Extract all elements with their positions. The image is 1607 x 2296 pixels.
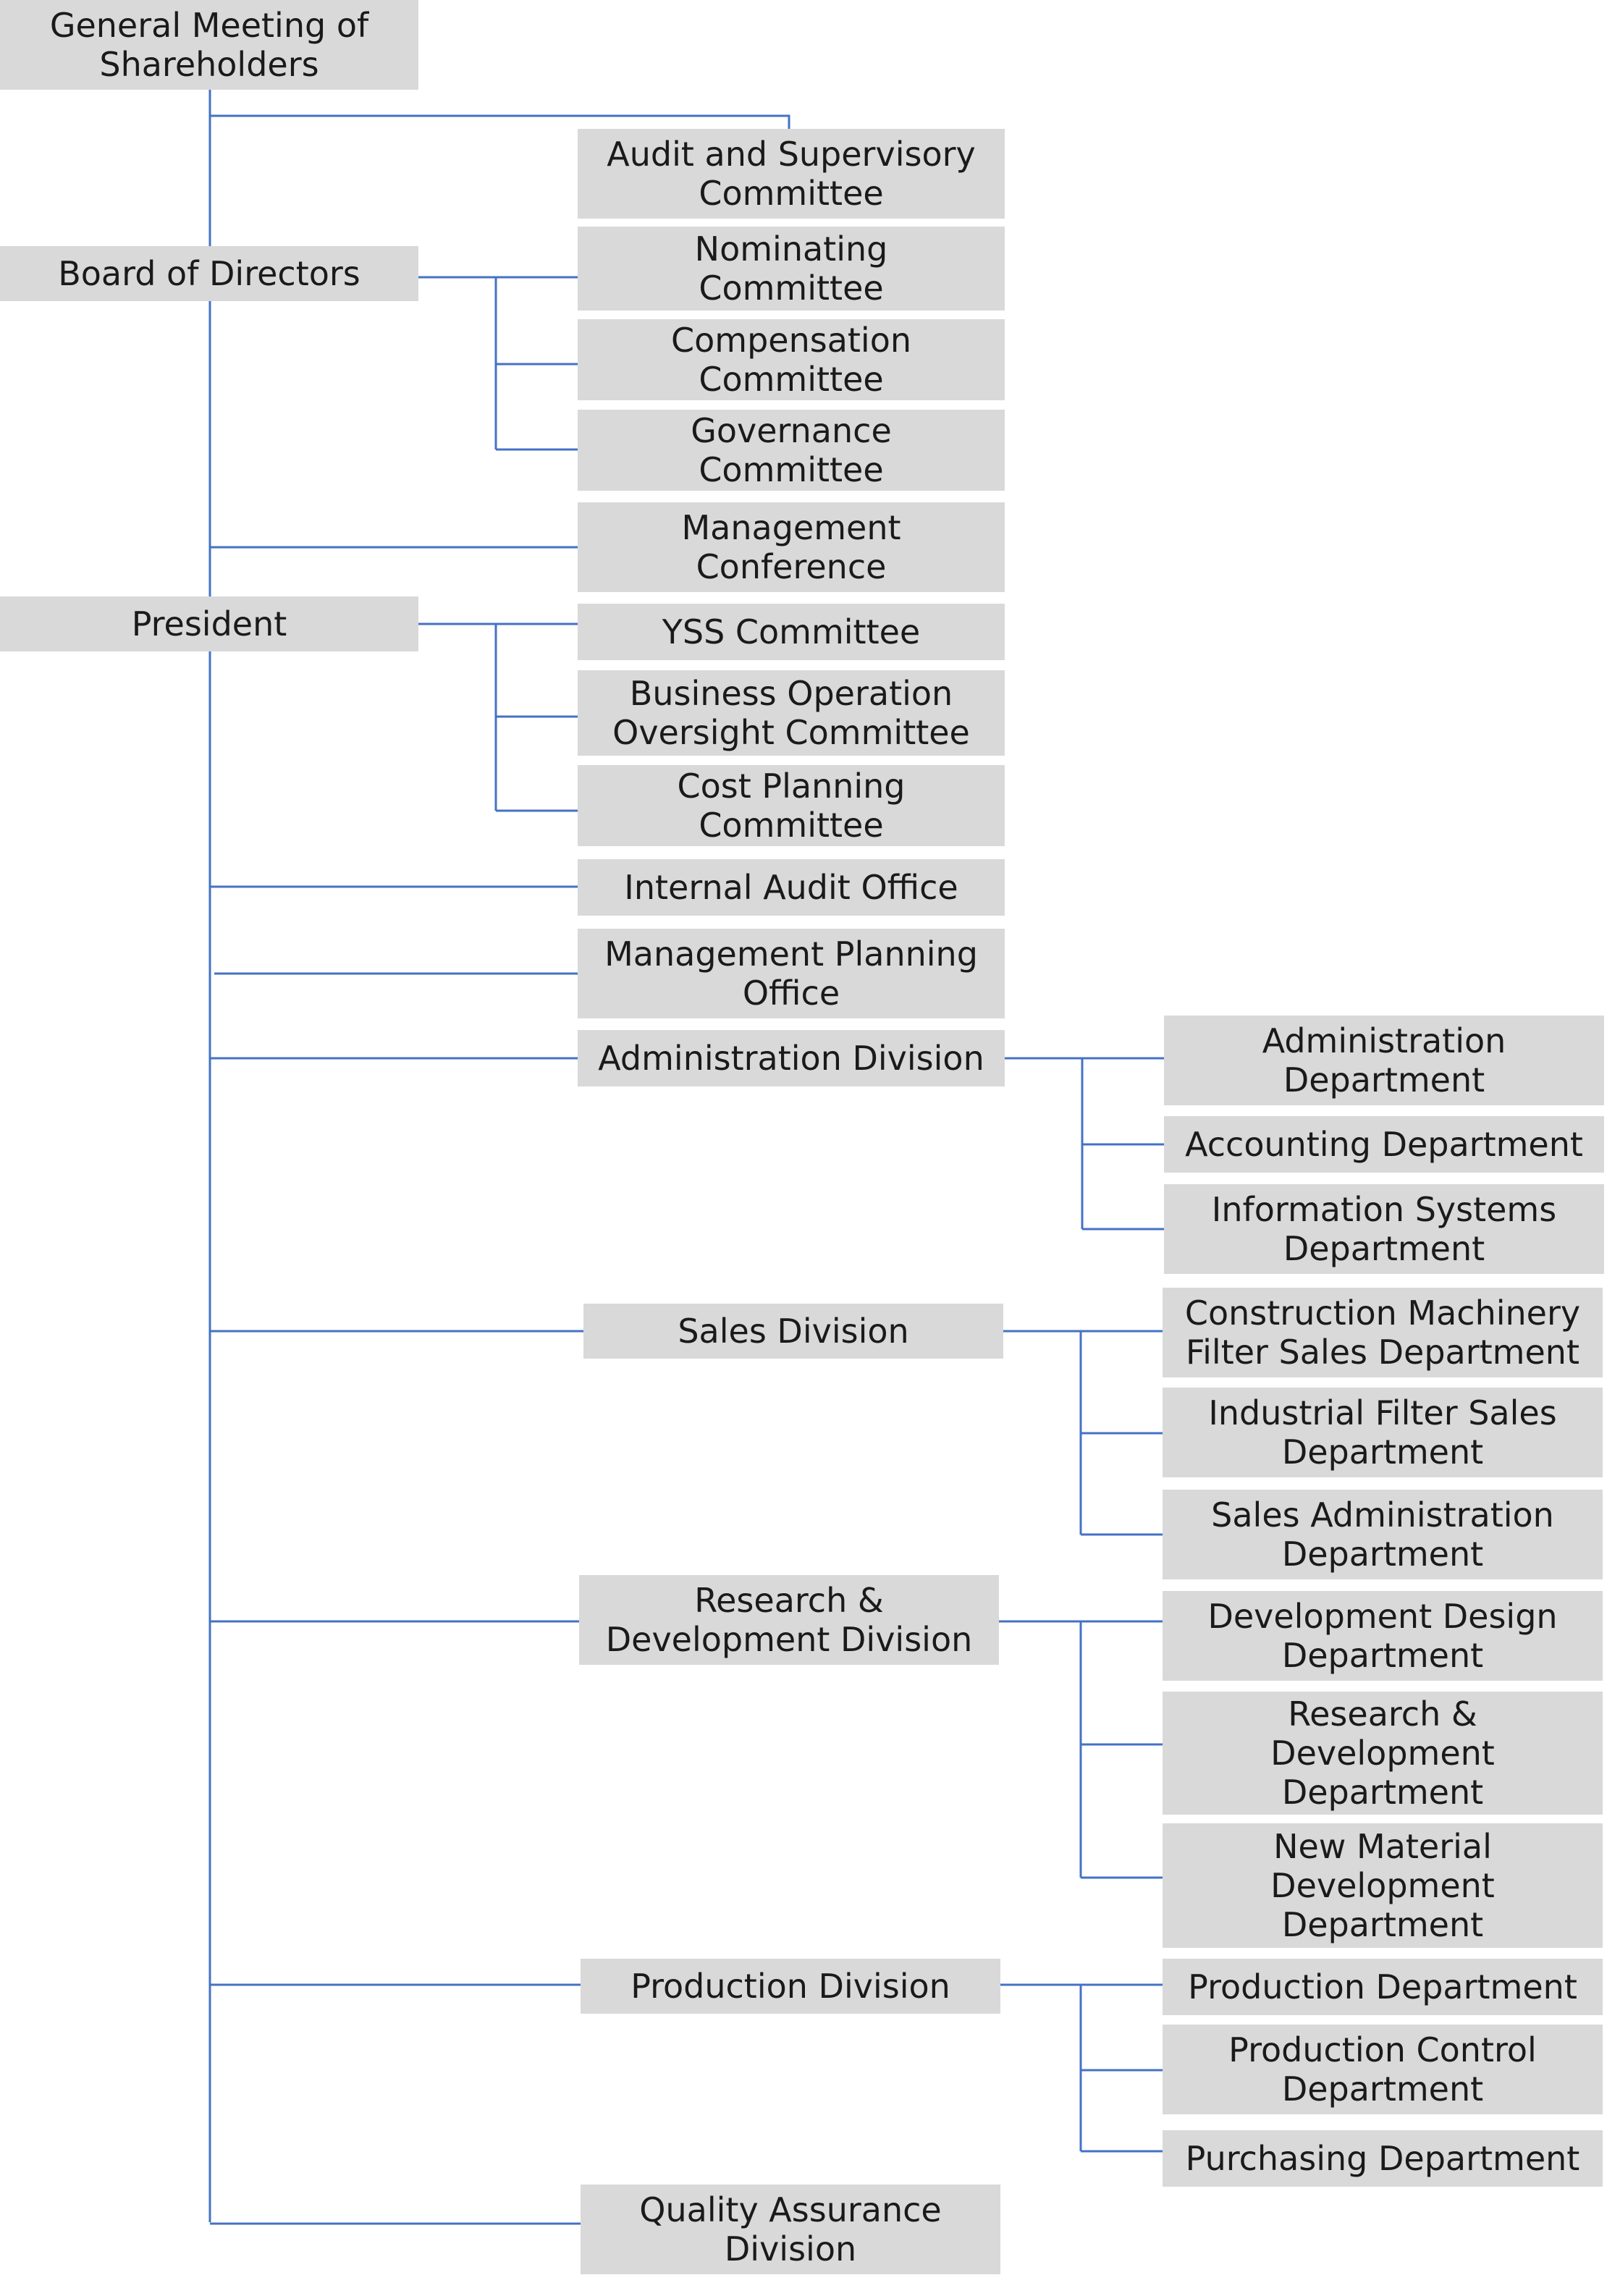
node-audit-supervisory-committee: Audit and Supervisory Committee [578,129,1005,219]
node-general-meeting-of-shareholders: General Meeting of Shareholders [0,0,418,90]
node-administration-division: Administration Division [578,1030,1005,1086]
node-nominating-committee: Nominating Committee [578,227,1005,311]
node-rnd-division: Research & Development Division [579,1575,999,1665]
node-governance-committee: Governance Committee [578,410,1005,491]
node-information-systems-department: Information Systems Department [1164,1184,1604,1274]
node-quality-assurance-division: Quality Assurance Division [581,2185,1000,2274]
connector-production-departments [1000,1983,1163,2153]
connector-sales-departments [1003,1330,1163,1536]
connector-to-audit-committee [210,114,790,129]
node-new-material-development-department: New Material Development Department [1163,1823,1603,1948]
node-production-division: Production Division [581,1959,1000,2014]
node-cost-planning-committee: Cost Planning Committee [578,765,1005,846]
node-rnd-department: Research & Development Department [1163,1692,1603,1815]
connector-rnd-departments [999,1620,1163,1879]
connector-admin-departments [1005,1057,1164,1231]
node-compensation-committee: Compensation Committee [578,319,1005,400]
node-administration-department: Administration Department [1164,1016,1604,1105]
connector-board-committees [418,276,578,451]
node-president: President [0,596,418,651]
node-industrial-filter-sales-department: Industrial Filter Sales Department [1163,1388,1603,1477]
node-accounting-department: Accounting Department [1164,1116,1604,1173]
node-internal-audit-office: Internal Audit Office [578,859,1005,916]
node-sales-division: Sales Division [583,1304,1003,1359]
node-production-department: Production Department [1163,1959,1603,2015]
node-purchasing-department: Purchasing Department [1163,2130,1603,2187]
node-yss-committee: YSS Committee [578,604,1005,660]
connector-president-committees [418,622,578,812]
node-management-planning-office: Management Planning Office [578,929,1005,1018]
node-sales-administration-department: Sales Administration Department [1163,1490,1603,1579]
node-production-control-department: Production Control Department [1163,2025,1603,2114]
node-management-conference: Management Conference [578,502,1005,592]
node-business-operation-oversight-committee: Business Operation Oversight Committee [578,670,1005,756]
node-development-design-department: Development Design Department [1163,1591,1603,1681]
node-construction-machinery-filter-sales-department: Construction Machinery Filter Sales Depa… [1163,1288,1603,1377]
node-board-of-directors: Board of Directors [0,246,418,301]
